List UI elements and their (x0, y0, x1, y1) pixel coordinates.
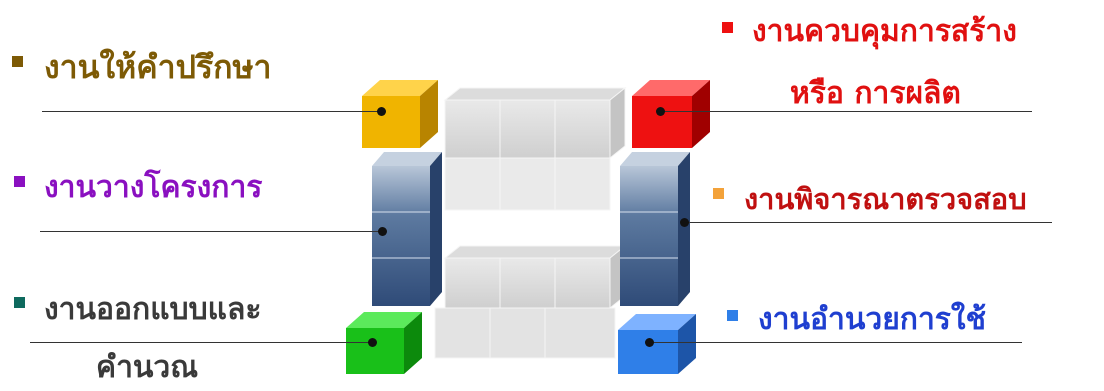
cube-frame-diagram (346, 80, 710, 374)
leader-construction (660, 111, 1032, 112)
label-construction-line2: หรือ การผลิต (790, 76, 961, 111)
leader-facilitation (650, 342, 1022, 343)
leader-consulting (42, 111, 382, 112)
square-bullet-icon (713, 188, 724, 199)
green-cube-icon (346, 312, 422, 374)
bottom-glass-row (434, 244, 627, 359)
leader-dot-consulting (377, 107, 386, 116)
label-design-line1: งานออกแบบและ (44, 292, 262, 327)
leader-inspection (686, 222, 1052, 223)
leader-dot-design (368, 338, 377, 347)
leader-design (30, 342, 376, 343)
square-bullet-icon (727, 310, 738, 321)
label-consulting: งานให้คำปรึกษา (44, 48, 272, 86)
top-glass-row (443, 86, 627, 211)
leader-dot-construction (656, 107, 665, 116)
leader-dot-planning (378, 227, 387, 236)
red-cube-icon (632, 80, 710, 148)
square-bullet-icon (14, 176, 25, 187)
blue-cube-icon (618, 314, 696, 374)
square-bullet-icon (722, 22, 733, 33)
label-inspection: งานพิจารณาตรวจสอบ (744, 182, 1027, 216)
left-blue-pillar-icon (372, 152, 442, 306)
label-planning: งานวางโครงการ (44, 170, 263, 205)
leader-planning (40, 231, 386, 232)
leader-dot-facilitation (645, 338, 654, 347)
right-blue-pillar-icon (620, 152, 690, 306)
yellow-cube-icon (362, 80, 438, 148)
label-facilitation: งานอำนวยการใช้ (758, 302, 986, 337)
label-design-line2: คำนวณ (96, 350, 199, 385)
leader-dot-inspection (680, 218, 689, 227)
square-bullet-icon (12, 56, 23, 67)
square-bullet-icon (14, 297, 25, 308)
label-construction-line1: งานควบคุมการสร้าง (752, 14, 1017, 49)
